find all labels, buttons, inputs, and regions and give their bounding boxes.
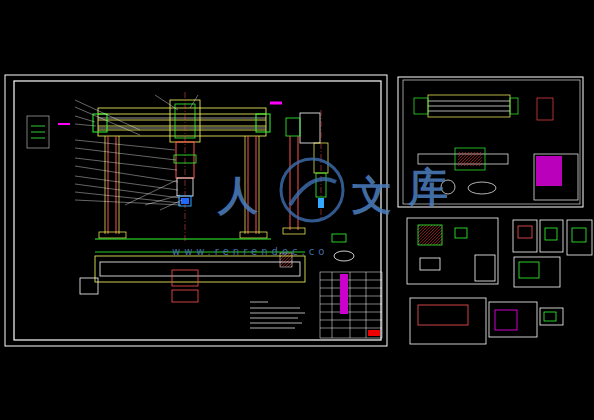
watermark-text: 库 <box>408 160 448 215</box>
watermark-text: www.renrendoc.co <box>172 246 328 257</box>
watermark-text: 人 <box>218 168 258 223</box>
watermark-text: 文 <box>352 168 392 223</box>
